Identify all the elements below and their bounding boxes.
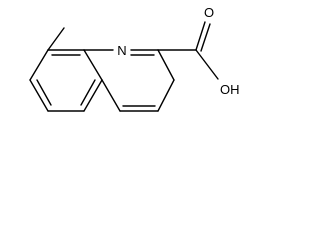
benzene-double-bond (36, 79, 52, 106)
benzene-bond (83, 49, 103, 81)
carbonyl-oxygen-label: O (204, 5, 214, 20)
benzene-double-bond (80, 79, 96, 106)
benzene-bond (83, 79, 103, 112)
hydroxyl-bond (195, 49, 219, 80)
pyridine-bond (101, 79, 121, 112)
benzene-bond (29, 79, 49, 112)
pyridine-bond (157, 49, 175, 81)
pyridine-bond (157, 79, 175, 112)
methyl-bond (47, 27, 65, 51)
nitrogen-atom-label: N (117, 43, 126, 58)
benzene-bond (29, 49, 49, 81)
carbonyl-double-bond (195, 21, 206, 51)
carbonyl-double-bond (200, 23, 211, 52)
hydroxyl-label: OH (220, 82, 240, 97)
quinoline-carboxylic-acid-structure: N O OH (29, 5, 240, 112)
